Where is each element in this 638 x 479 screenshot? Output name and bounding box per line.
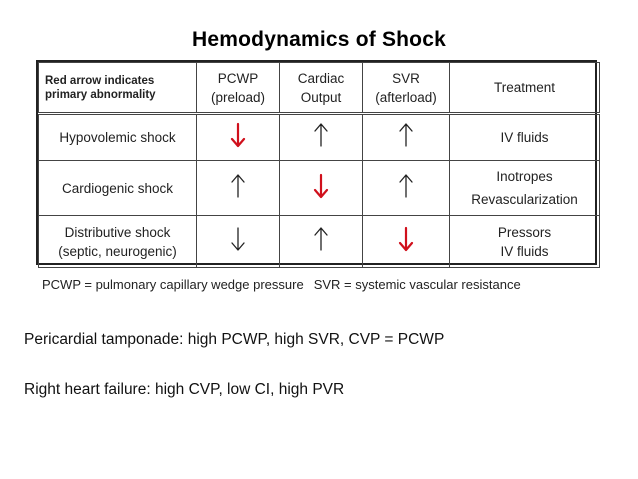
header-svr: SVR (afterload) xyxy=(362,62,450,115)
up-arrow-icon xyxy=(398,122,414,148)
header-co-sub: Output xyxy=(300,89,342,105)
row-label: Hypovolemic shock xyxy=(38,113,197,161)
table-row: Cardiogenic shock Inotropes Revasculariz… xyxy=(38,160,600,216)
row-label-line: Cardiogenic shock xyxy=(61,180,174,196)
treatment-line: Pressors xyxy=(497,224,552,240)
header-treatment-label: Treatment xyxy=(493,80,556,95)
up-arrow-icon xyxy=(398,173,414,199)
treatment-line: Inotropes xyxy=(496,169,553,184)
cardiac-output-cell xyxy=(279,113,363,161)
header-svr-sub: (afterload) xyxy=(375,89,437,105)
legend-note-line: primary abnormality xyxy=(45,88,156,101)
pcwp-cell xyxy=(196,160,280,216)
header-pcwp-sub: (preload) xyxy=(210,89,266,105)
table-row: Distributive shock (septic, neurogenic) … xyxy=(38,215,600,268)
row-label-line: Hypovolemic shock xyxy=(59,130,176,145)
svr-cell xyxy=(362,113,450,161)
row-label: Distributive shock (septic, neurogenic) xyxy=(38,215,197,268)
down-arrow-icon xyxy=(313,173,329,199)
legend-note-cell: Red arrow indicates primary abnormality xyxy=(38,62,197,115)
treatment-line: IV fluids xyxy=(500,243,549,259)
pcwp-cell xyxy=(196,113,280,161)
down-arrow-icon xyxy=(230,226,246,252)
cardiac-output-cell xyxy=(279,215,363,268)
row-label: Cardiogenic shock xyxy=(38,160,197,216)
hemodynamics-table: Red arrow indicates primary abnormality … xyxy=(36,60,600,268)
row-label-line: Distributive shock xyxy=(64,224,171,240)
header-pcwp: PCWP (preload) xyxy=(196,62,280,115)
pcwp-cell xyxy=(196,215,280,268)
treatment-cell: Pressors IV fluids xyxy=(449,215,600,268)
svr-cell xyxy=(362,160,450,216)
legend-note-line: Red arrow indicates xyxy=(45,74,155,87)
right-heart-failure-line: Right heart failure: high CVP, low CI, h… xyxy=(24,381,345,398)
header-treatment: Treatment xyxy=(449,62,600,115)
down-arrow-icon xyxy=(398,226,414,252)
header-svr-label: SVR xyxy=(392,70,420,86)
treatment-line: Revascularization xyxy=(471,192,578,207)
treatment-cell: IV fluids xyxy=(449,113,600,161)
up-arrow-icon xyxy=(313,122,329,148)
tamponade-line: Pericardial tamponade: high PCWP, high S… xyxy=(24,331,445,348)
header-cardiac-output: Cardiac Output xyxy=(279,62,363,115)
footnote-pcwp: PCWP = pulmonary capillary wedge pressur… xyxy=(42,277,304,292)
svr-cell xyxy=(362,215,450,268)
header-pcwp-label: PCWP xyxy=(217,70,259,86)
header-co-label: Cardiac xyxy=(297,70,345,86)
treatment-cell: Inotropes Revascularization xyxy=(449,160,600,216)
table-header-row: Red arrow indicates primary abnormality … xyxy=(38,62,600,115)
up-arrow-icon xyxy=(313,226,329,252)
down-arrow-icon xyxy=(230,122,246,148)
row-label-line: (septic, neurogenic) xyxy=(58,243,177,259)
footnote-svr: SVR = systemic vascular resistance xyxy=(313,277,521,292)
treatment-line: IV fluids xyxy=(500,130,549,145)
up-arrow-icon xyxy=(230,173,246,199)
abbreviation-footnote: PCWP = pulmonary capillary wedge pressur… xyxy=(42,277,531,292)
table-row: Hypovolemic shock IV fluids xyxy=(38,113,600,161)
cardiac-output-cell xyxy=(279,160,363,216)
slide-title: Hemodynamics of Shock xyxy=(192,28,446,51)
